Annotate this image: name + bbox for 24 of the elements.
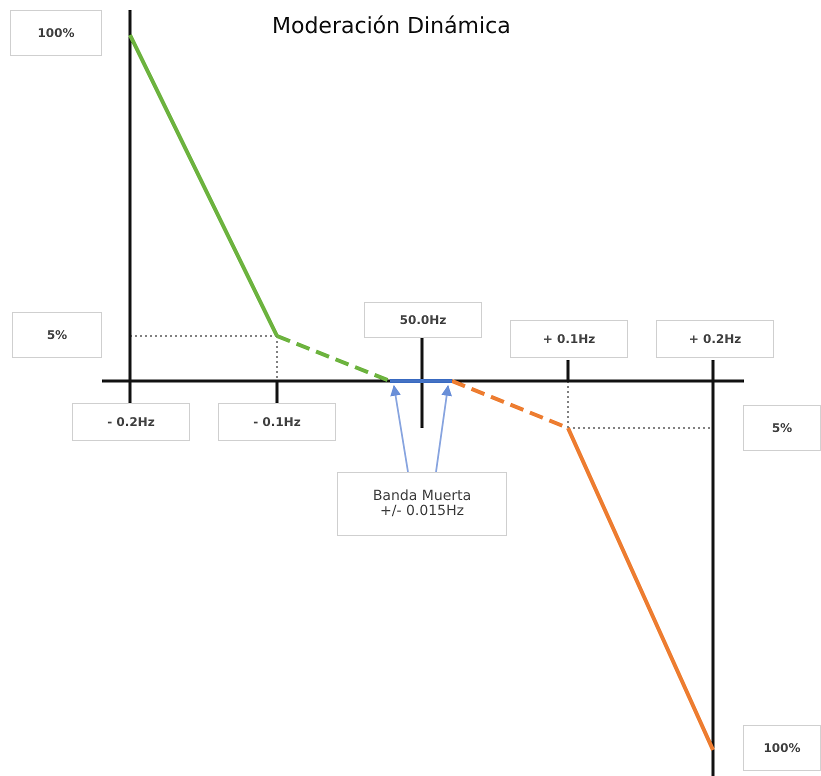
label-text: - 0.1Hz <box>253 415 301 429</box>
value-label-box <box>364 302 482 338</box>
leader-arrow <box>435 384 452 472</box>
label-text: + 0.1Hz <box>542 332 596 346</box>
dead-band-line <box>390 379 452 383</box>
value-label-box <box>72 403 190 441</box>
callout-box <box>337 472 507 536</box>
chart-title: Moderación Dinámica <box>272 14 511 39</box>
leader-arrow <box>390 384 409 472</box>
label-text: 5% <box>772 421 792 435</box>
label-text: - 0.2Hz <box>107 415 155 429</box>
label-text: + 0.2Hz <box>688 332 742 346</box>
label-text: 5% <box>46 328 68 342</box>
value-label-box <box>10 10 102 56</box>
value-label-box <box>218 403 336 441</box>
value-label-box <box>510 320 628 358</box>
value-label-box <box>12 312 102 358</box>
label-text: 50.0Hz <box>400 313 446 327</box>
value-label-box <box>743 725 821 771</box>
label-text: 100% <box>763 741 801 755</box>
label-text: Banda Muerta +/- 0.015Hz <box>372 489 472 519</box>
value-label-box <box>743 405 821 451</box>
value-label-box <box>656 320 774 358</box>
label-text: 100% <box>37 26 75 40</box>
